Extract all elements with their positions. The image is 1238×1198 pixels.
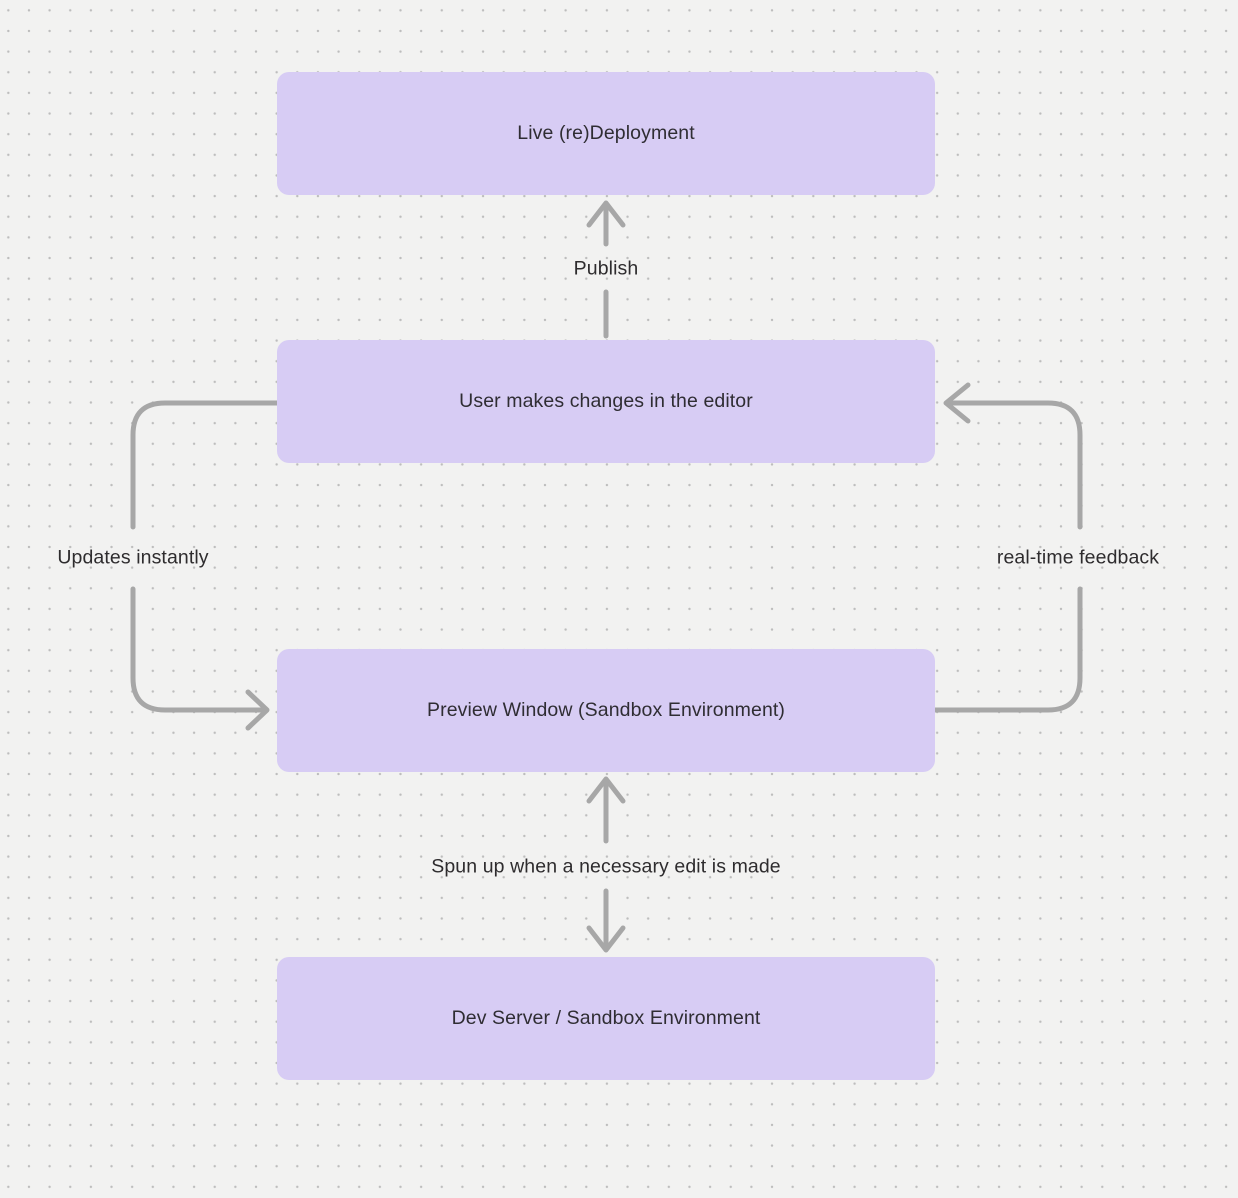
edge-feedback-segment-upper[interactable]	[947, 400, 1083, 530]
node-dev-server[interactable]: Dev Server / Sandbox Environment	[277, 957, 935, 1080]
edge-updates-segment-lower[interactable]	[130, 586, 265, 713]
edge-publish[interactable]	[586, 200, 626, 339]
arrowhead-up-icon	[586, 200, 626, 228]
node-user-editor-changes-label: User makes changes in the editor	[459, 390, 753, 412]
node-live-redeployment-label: Live (re)Deployment	[517, 122, 695, 144]
node-preview-window-label: Preview Window (Sandbox Environment)	[427, 699, 785, 721]
arrowhead-down-icon	[586, 925, 626, 953]
edge-realtime-feedback[interactable]	[932, 382, 1083, 713]
edge-label-realtime-feedback: real-time feedback	[996, 546, 1160, 569]
edge-updates-instantly[interactable]	[130, 400, 280, 731]
arrowhead-up-icon	[586, 776, 626, 804]
node-user-editor-changes[interactable]: User makes changes in the editor	[277, 340, 935, 463]
arrowhead-right-icon	[245, 689, 270, 731]
edge-spun-up[interactable]	[586, 776, 626, 953]
edge-label-spun-up: Spun up when a necessary edit is made	[431, 855, 781, 878]
node-dev-server-label: Dev Server / Sandbox Environment	[451, 1007, 761, 1029]
arrowhead-left-icon	[943, 382, 971, 424]
edge-feedback-segment-lower[interactable]	[932, 586, 1083, 713]
node-live-redeployment[interactable]: Live (re)Deployment	[277, 72, 935, 195]
node-preview-window[interactable]: Preview Window (Sandbox Environment)	[277, 649, 935, 772]
edge-updates-segment-upper[interactable]	[130, 400, 280, 530]
edge-label-publish: Publish	[573, 257, 639, 280]
edge-label-updates-instantly: Updates instantly	[57, 546, 209, 569]
